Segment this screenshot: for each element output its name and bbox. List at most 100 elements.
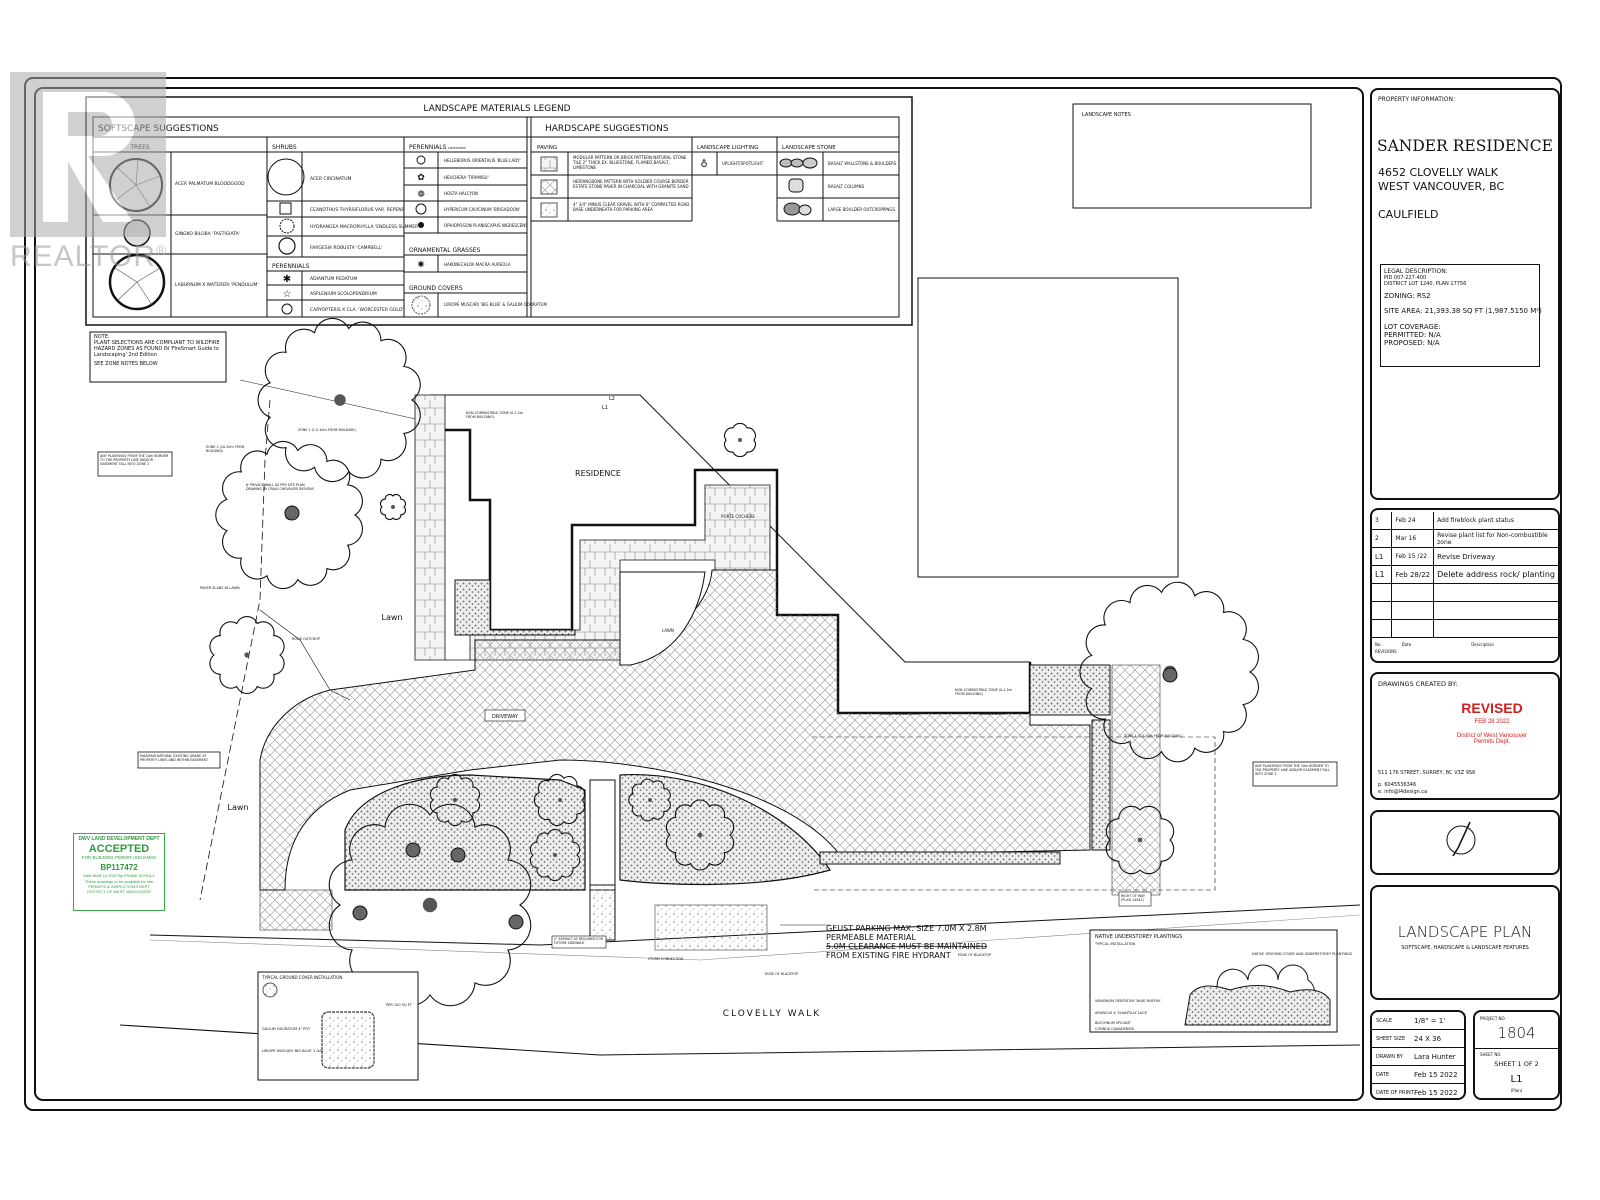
perennial-label: ASPLENIUM SCOLOPENDRIUM: [310, 291, 377, 297]
tree-canopy-icon: [328, 803, 532, 1007]
steps: [589, 779, 616, 891]
sheet-subtitle: SOFTSCAPE, HARDSCAPE & LANDSCAPE FEATURE…: [1401, 945, 1529, 951]
tree-canopy-icon: [533, 773, 586, 827]
rev-date-header: Date: [1401, 642, 1412, 647]
stamp-line: PERMITS & INSPECTIONS DEPT: [88, 883, 150, 889]
tree-trunk-icon: [697, 832, 703, 838]
tree-trunk-icon: [553, 853, 557, 857]
right-of-way-box: [1118, 891, 1152, 907]
date-print-label: DATE OF PRINT: [1376, 1089, 1414, 1096]
planting-hedge: [819, 851, 1061, 865]
edge-of-blacktop-label: EDGE OF BLACKTOP: [765, 972, 798, 976]
boulder-outcrop-icon: [783, 202, 812, 216]
stone-header: LANDSCAPE STONE: [782, 145, 836, 151]
perennial-symbol-icon: [416, 155, 426, 165]
shrubs-header: SHRUBS: [272, 144, 297, 151]
tree-trunk-icon: [558, 798, 562, 802]
paving-label: MODULAR PATTERN OR BRICK PATTERN NATURAL…: [573, 155, 687, 170]
legal-description-box: LEGAL DESCRIPTION: PID 007-227-400 DISTR…: [1380, 264, 1542, 367]
driveway-label-box: [484, 709, 526, 722]
paving-header: PAVING: [537, 145, 557, 151]
trees-header: TREES: [129, 144, 149, 151]
planting-bed: [619, 773, 831, 886]
lighting-header: LANDSCAPE LIGHTING: [697, 145, 758, 151]
native-item-label: BLECHNUM SPICANT: [1095, 1021, 1132, 1025]
perennial-label: HELLEBORUS ORIENTALIS 'BLUE LADY': [444, 158, 521, 163]
drawn-by-value: Lara Hunter: [1414, 1052, 1456, 1061]
tree-canopy-icon: [429, 773, 481, 827]
basalt-wallstone-icon: [779, 157, 818, 169]
garage-door-label: DOUBLE GARAGE DOOR: [880, 712, 920, 716]
planting-bed: [1029, 664, 1111, 716]
planting-bed: [454, 579, 576, 636]
stamp-purpose: FOR BUILDING PERMIT ISSUANCE: [81, 855, 157, 861]
project-number-panel: PROJECT NO. 1804 SHEET NO. SHEET 1 OF 2 …: [1473, 1010, 1560, 1100]
per-area-label: PER 100 SQ FT: [386, 1003, 413, 1007]
note-box: [89, 331, 227, 383]
project-no-label: PROJECT NO.: [1480, 1016, 1506, 1021]
asphalt-note-box: [551, 935, 607, 949]
revisions-label: REVISIONS: [1375, 649, 1397, 654]
tree-label: LABURNUM X WATERERI 'PENDULUM': [175, 282, 259, 288]
shrub-symbol-icon: [267, 158, 305, 196]
driveway-label: DRIVEWAY: [492, 714, 519, 720]
tree-canopy-icon: [1105, 805, 1175, 875]
shrub-label: FARGESIA ROBUSTA 'CAMPBELL': [310, 245, 382, 251]
galium-label: GALIUM ODORATUM 4" POT: [262, 1027, 311, 1031]
existing-tree-icon: [1162, 667, 1178, 683]
tree-symbol-icon: [109, 158, 163, 212]
lawn-label: Lawn: [228, 803, 249, 812]
storm-connection-label: STORM CONNECTION: [648, 957, 684, 961]
date-label: DATE: [1376, 1071, 1390, 1078]
native-item-label: CORNUS CANADENSIS: [1095, 1027, 1135, 1031]
legend-title: LANDSCAPE MATERIALS LEGEND: [423, 104, 570, 114]
stamp-permit-number: BP117472: [100, 862, 138, 872]
sheet-code-sub: (Plan): [1510, 1088, 1523, 1093]
tree-label: ACER PALMATUM BLOODGOOD: [175, 181, 245, 187]
shrub-symbol-icon: [279, 218, 295, 234]
lot-coverage-proposed: PROPOSED: N/A: [1384, 339, 1440, 347]
tree-canopy-icon: [628, 778, 671, 822]
tree-trunk-icon: [422, 897, 438, 913]
existing-tree-icon: [450, 847, 466, 863]
lawn-label: Lawn: [382, 613, 403, 622]
stamp-status: ACCEPTED: [88, 842, 150, 855]
existing-tree-icon: [284, 505, 300, 521]
paving-swatch: [540, 179, 558, 195]
tree-canopy-icon: [209, 615, 285, 695]
district-lot: DISTRICT LOT 1240, PLAN 17756: [1384, 281, 1467, 287]
materials-legend: LANDSCAPE MATERIALS LEGEND SOFTSCAPE SUG…: [85, 96, 913, 326]
note-see-zone: SEE ZONE NOTES BELOW: [94, 361, 158, 367]
stamp-date: Date MAR 14 2022 By FRANK SCHULZ: [83, 872, 155, 878]
tree-trunk-icon: [334, 394, 346, 406]
perennial-flower-icon: ✿: [417, 173, 425, 183]
parking-note-line: GEUST PARKING MAX. SIZE 7.0M X 2.8M: [826, 924, 987, 933]
perennials-continued-sub: continued: [448, 146, 465, 150]
shrub-label: HYDRANGEA MACROPHYLLA 'ENDLESS SUMMER': [310, 224, 420, 230]
zone-note-right: ANY PLANTINGS FROM THE 10m BORDER TO THE…: [1255, 764, 1330, 776]
tree-canopy-icon: [380, 494, 406, 520]
zone-note-left-box: [97, 451, 173, 477]
perennial-symbol-icon: [418, 222, 424, 228]
project-name: SANDER RESIDENCE: [1377, 137, 1553, 155]
zone1-label: ZONE 1 (1.5-10m FROM BUILDING): [298, 428, 356, 432]
site-area: SITE AREA: 21,393.38 SQ FT (1,987.5150 M…: [1384, 307, 1542, 315]
perennial-symbol-icon: [415, 203, 427, 215]
revised-stamp: REVISED FEB 28 2022 District of West Van…: [1432, 700, 1552, 745]
parking-note: GEUST PARKING MAX. SIZE 7.0M X 2.8M PERM…: [780, 924, 987, 960]
tree-symbol-icon: [108, 253, 166, 311]
tree-canopy-icon: [529, 828, 581, 882]
side-yard: [1111, 664, 1161, 896]
grass-label: HAKONECHLOA MACRA AUREOLA: [444, 262, 511, 267]
section-l2: L2: [609, 396, 615, 402]
grass-star-icon: ✷: [416, 258, 425, 271]
shrub-symbol-icon: [279, 202, 292, 215]
hardscape-title: HARDSCAPE SUGGESTIONS: [545, 124, 669, 134]
privacy-wall-note: 6' PRIVACY WALL AS PER SITE PLAN DRAWING…: [246, 483, 314, 491]
paver-slabs-label: PAVER SLABS IN LAWN: [200, 586, 240, 590]
sheet-number: SHEET 1 OF 2: [1494, 1060, 1539, 1068]
ground-cover-detail: TYPICAL GROUND COVER INSTALLATION PER 10…: [257, 971, 419, 1081]
